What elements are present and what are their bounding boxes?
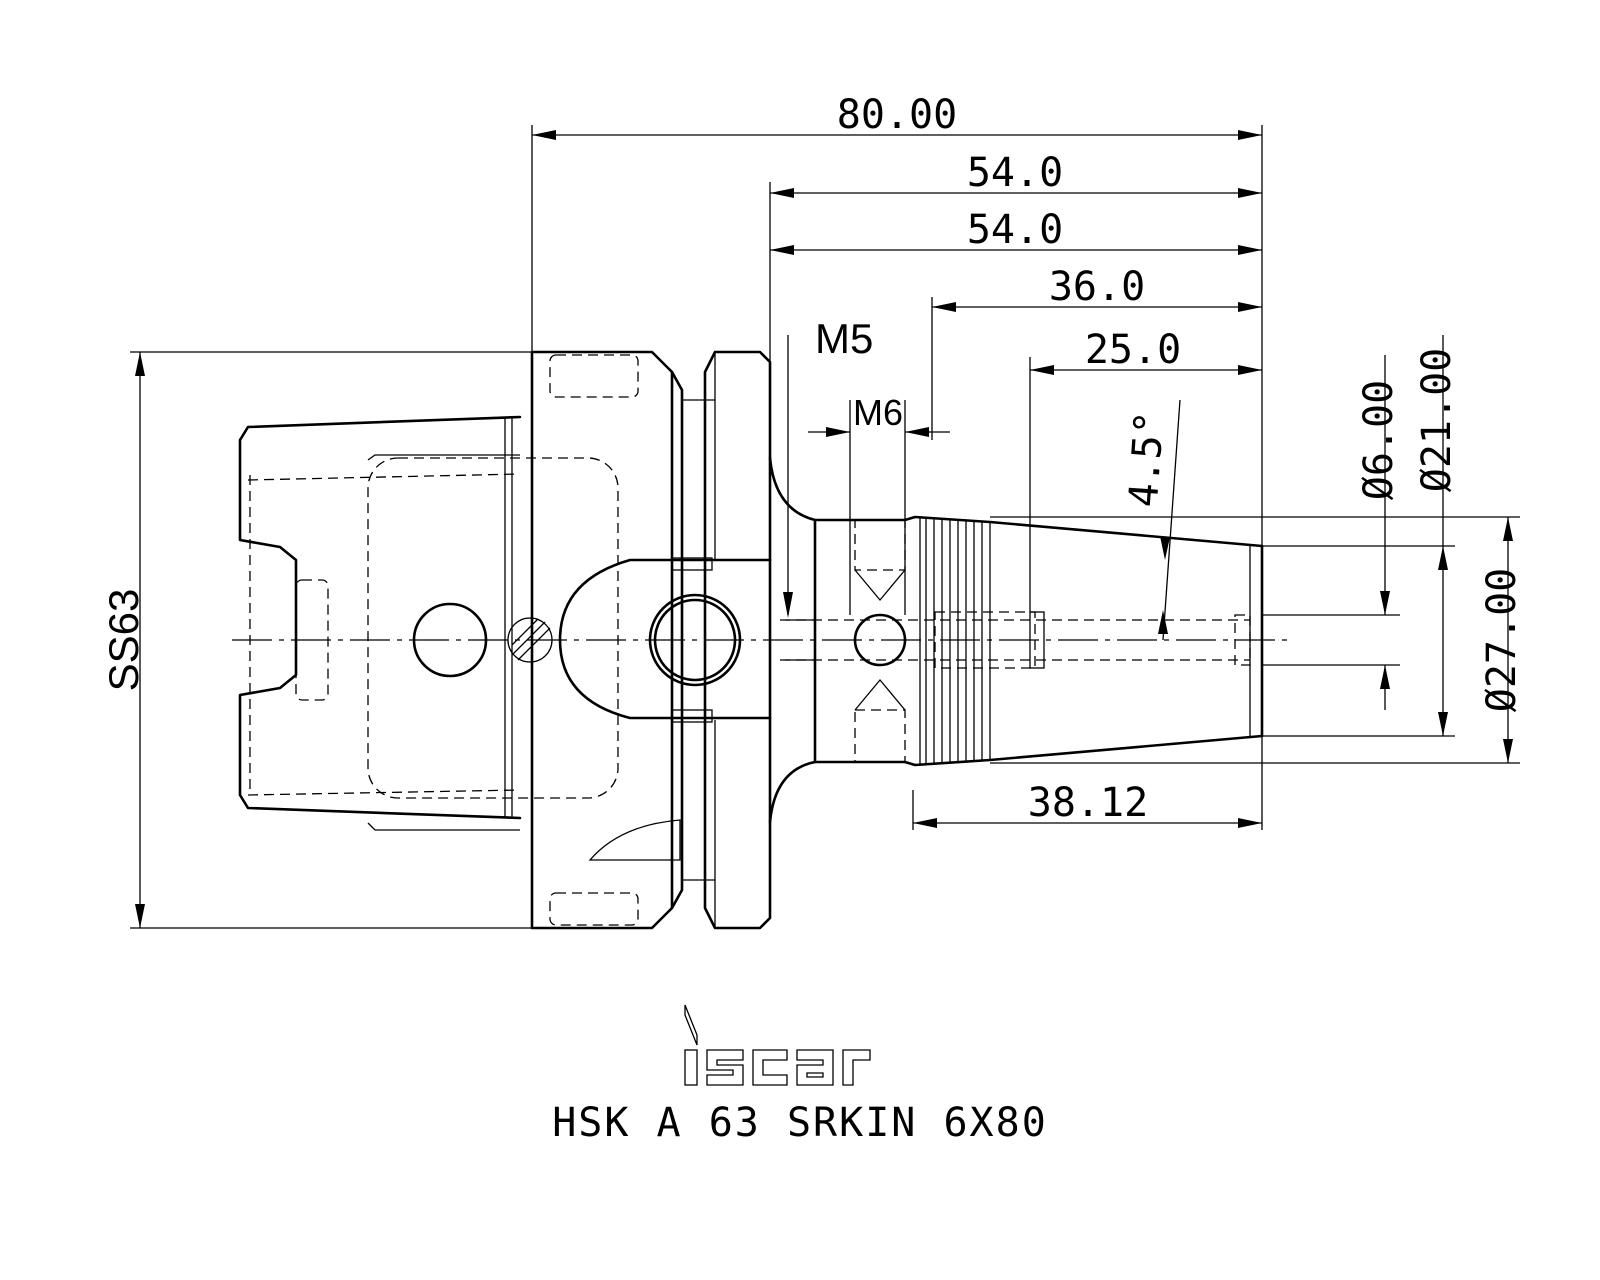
iscar-logo (684, 1004, 871, 1086)
dim-length-d: 25.0 (1085, 327, 1181, 373)
dimensions: 80.00 54.0 54.0 36.0 25.0 38.12 SS63 (100, 92, 1525, 929)
dim-shank-size: SS63 (100, 589, 147, 692)
dim-length-c: 36.0 (1049, 264, 1145, 310)
dim-nose-diameter: Ø21.00 (1414, 348, 1460, 493)
product-designation: HSK A 63 SRKIN 6X80 (552, 1100, 1048, 1146)
label-screw-thread: M6 (853, 392, 903, 433)
dim-overall-length: 80.00 (837, 92, 957, 138)
dim-taper-angle: 4.5° (1121, 409, 1174, 508)
dim-body-diameter: Ø27.00 (1479, 568, 1525, 713)
dim-bore-diameter: Ø6.00 (1356, 380, 1402, 500)
dim-length-b: 54.0 (967, 207, 1063, 253)
tool-holder-outline (232, 350, 1290, 930)
thread-lines (919, 518, 991, 764)
label-coolant-thread: M5 (815, 315, 873, 362)
dim-thread-length: 38.12 (1028, 780, 1148, 826)
dim-length-a: 54.0 (967, 150, 1063, 196)
